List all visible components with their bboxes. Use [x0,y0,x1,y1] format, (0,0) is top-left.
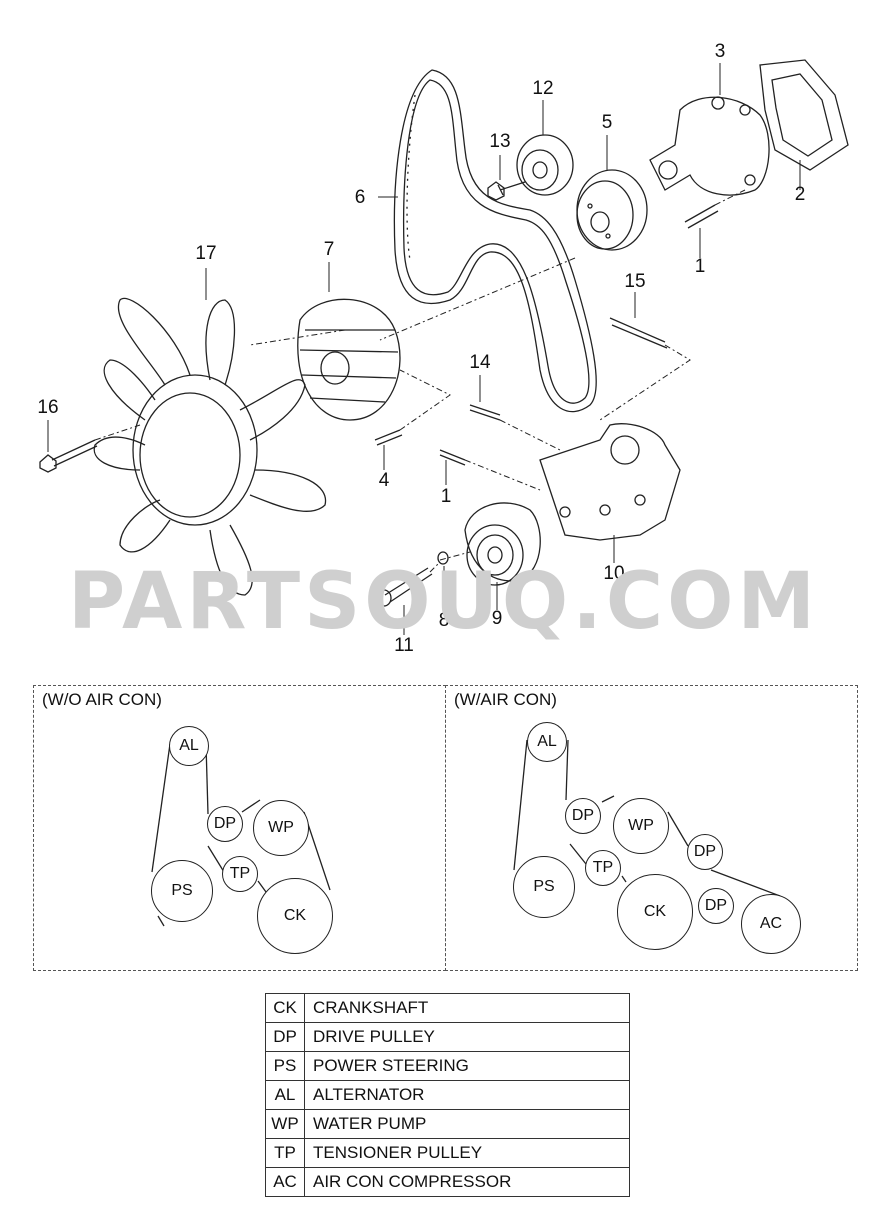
pulley-dp: DP [698,888,734,924]
callout-16: 16 [37,397,59,418]
callout-2: 2 [794,184,806,205]
bolt [39,439,98,473]
cooling-fan [93,297,327,596]
bolt [609,317,668,349]
legend-table: CK CRANKSHAFT DP DRIVE PULLEY PS POWER S… [265,993,630,1197]
legend-row: CK CRANKSHAFT [265,993,630,1023]
exploded-parts-diagram [39,59,849,635]
idler-pulley [487,134,574,201]
tensioner-pulley [464,502,541,586]
pulley-dp: DP [687,834,723,870]
callout-8: 8 [438,610,450,631]
legend-code: WP [265,1109,305,1139]
legend-code: DP [265,1022,305,1052]
panel-with-air-con: (W/AIR CON) AL DP WP DP TP PS CK DP AC [445,685,858,971]
washer [437,551,449,565]
callout-15: 15 [624,271,646,292]
legend-name: DRIVE PULLEY [304,1022,630,1052]
water-pump-pulley [576,169,648,251]
legend-name: WATER PUMP [304,1109,630,1139]
tensioner-bracket [539,423,681,541]
bolt [684,204,719,229]
pulley-ps: PS [151,860,213,922]
bolt [439,449,466,466]
pulley-al: AL [527,722,567,762]
callout-4: 4 [378,470,390,491]
callout-13: 13 [489,131,511,152]
bolt [374,429,403,446]
bolt [469,404,501,421]
legend-name: CRANKSHAFT [304,993,630,1023]
callout-14: 14 [469,352,491,373]
pulley-al: AL [169,726,209,766]
pulley-dp: DP [565,798,601,834]
callout-11: 11 [394,635,414,656]
drive-belt [393,69,597,413]
legend-row: AL ALTERNATOR [265,1080,630,1110]
watermark: PARTSOUQ.COM [67,557,820,647]
pulley-dp: DP [207,806,243,842]
legend-row: TP TENSIONER PULLEY [265,1138,630,1168]
callout-3: 3 [714,41,726,62]
legend-code: AL [265,1080,305,1110]
fan-clutch [297,298,401,421]
water-pump [649,96,770,196]
callout-12: 12 [532,78,554,99]
callout-17: 17 [195,243,217,264]
legend-code: CK [265,993,305,1023]
pulley-wp: WP [253,800,309,856]
gasket [759,59,849,171]
panel-title: (W/AIR CON) [454,690,557,709]
legend-row: WP WATER PUMP [265,1109,630,1139]
panel-title: (W/O AIR CON) [42,690,162,709]
pulley-ck: CK [617,874,693,950]
legend-row: DP DRIVE PULLEY [265,1022,630,1052]
pulley-tp: TP [222,856,258,892]
panel-without-air-con: (W/O AIR CON) AL DP WP TP PS CK [33,685,446,971]
pulley-ps: PS [513,856,575,918]
legend-code: AC [265,1167,305,1197]
legend-name: TENSIONER PULLEY [304,1138,630,1168]
legend-code: TP [265,1138,305,1168]
callout-6: 6 [354,187,366,208]
legend-code: PS [265,1051,305,1081]
callout-1-lower: 1 [440,486,452,507]
legend-row: PS POWER STEERING [265,1051,630,1081]
legend-name: POWER STEERING [304,1051,630,1081]
callout-5: 5 [601,112,613,133]
pulley-tp: TP [585,850,621,886]
pulley-ac: AC [741,894,801,954]
callout-9: 9 [491,608,503,629]
legend-name: ALTERNATOR [304,1080,630,1110]
callout-7: 7 [323,239,335,260]
long-bolt [376,567,433,607]
callout-1-upper: 1 [694,256,706,277]
legend-row: AC AIR CON COMPRESSOR [265,1167,630,1197]
pulley-ck: CK [257,878,333,954]
pulley-wp: WP [613,798,669,854]
callout-10: 10 [603,563,625,584]
legend-name: AIR CON COMPRESSOR [304,1167,630,1197]
